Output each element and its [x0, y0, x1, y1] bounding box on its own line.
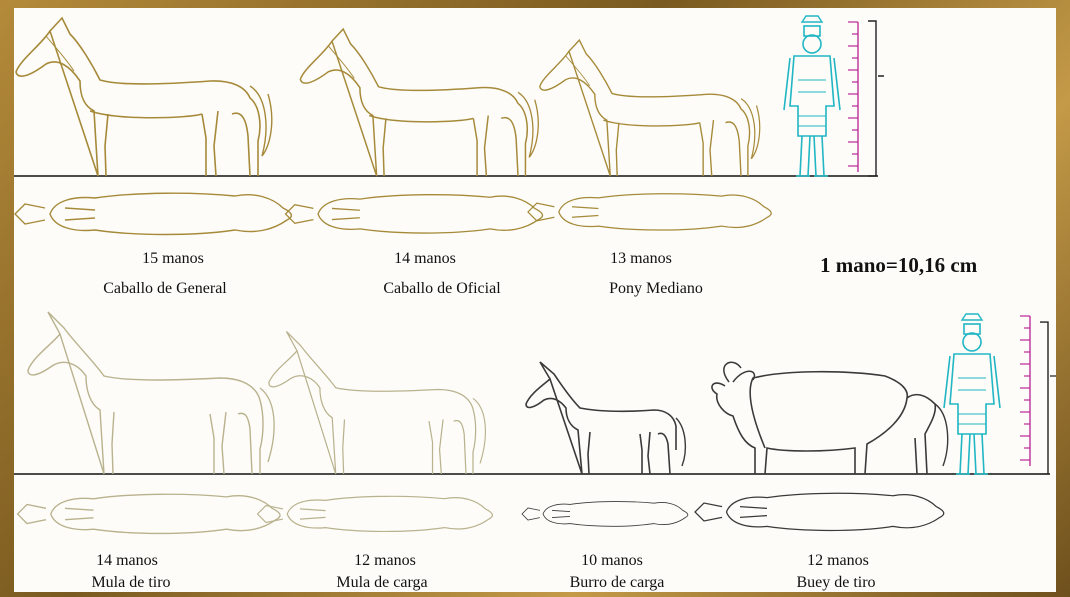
soldier-icon: [784, 16, 840, 176]
bottom-label-hands: 14 manos: [96, 552, 158, 570]
bottom-label-name: Mula de carga: [336, 574, 427, 592]
scale-note: 1 mano=10,16 cm: [820, 253, 977, 278]
height-bracket-icon: [868, 21, 884, 176]
bottom-label-hands: 12 manos: [354, 552, 416, 570]
mule-side-icon: [28, 312, 274, 474]
bottom-label-hands: 12 manos: [807, 552, 869, 570]
height-scale-icon: [1020, 316, 1030, 466]
horse-top-icon: [528, 194, 771, 230]
height-bracket-icon: [1040, 322, 1056, 474]
top-label-name: Pony Mediano: [609, 280, 703, 298]
bottom-label-hands: 10 manos: [581, 552, 643, 570]
soldier-icon: [944, 314, 1000, 474]
height-scale-icon: [848, 22, 858, 172]
horse-side-icon: [16, 18, 272, 176]
top-label-name: Caballo de Oficial: [383, 280, 500, 298]
bottom-label-name: Buey de tiro: [796, 574, 875, 592]
mule-top-icon: [258, 496, 493, 531]
top-label-hands: 15 manos: [142, 250, 204, 268]
top-label-name: Caballo de General: [103, 280, 227, 298]
mule-top-icon: [18, 494, 281, 533]
donkey-side-icon: [526, 362, 685, 474]
horse-side-icon: [300, 29, 538, 176]
bottom-label-name: Burro de carga: [570, 574, 665, 592]
bottom-label-name: Mula de tiro: [91, 574, 170, 592]
horse-side-icon: [540, 40, 760, 176]
top-label-hands: 13 manos: [610, 250, 672, 268]
top-label-hands: 14 manos: [394, 250, 456, 268]
donkey-top-icon: [522, 502, 688, 527]
horse-top-icon: [15, 193, 291, 234]
ox-top-icon: [695, 493, 944, 530]
mule-side-icon: [269, 331, 486, 474]
horse-top-icon: [286, 195, 543, 233]
ox-side-icon: [712, 362, 948, 474]
